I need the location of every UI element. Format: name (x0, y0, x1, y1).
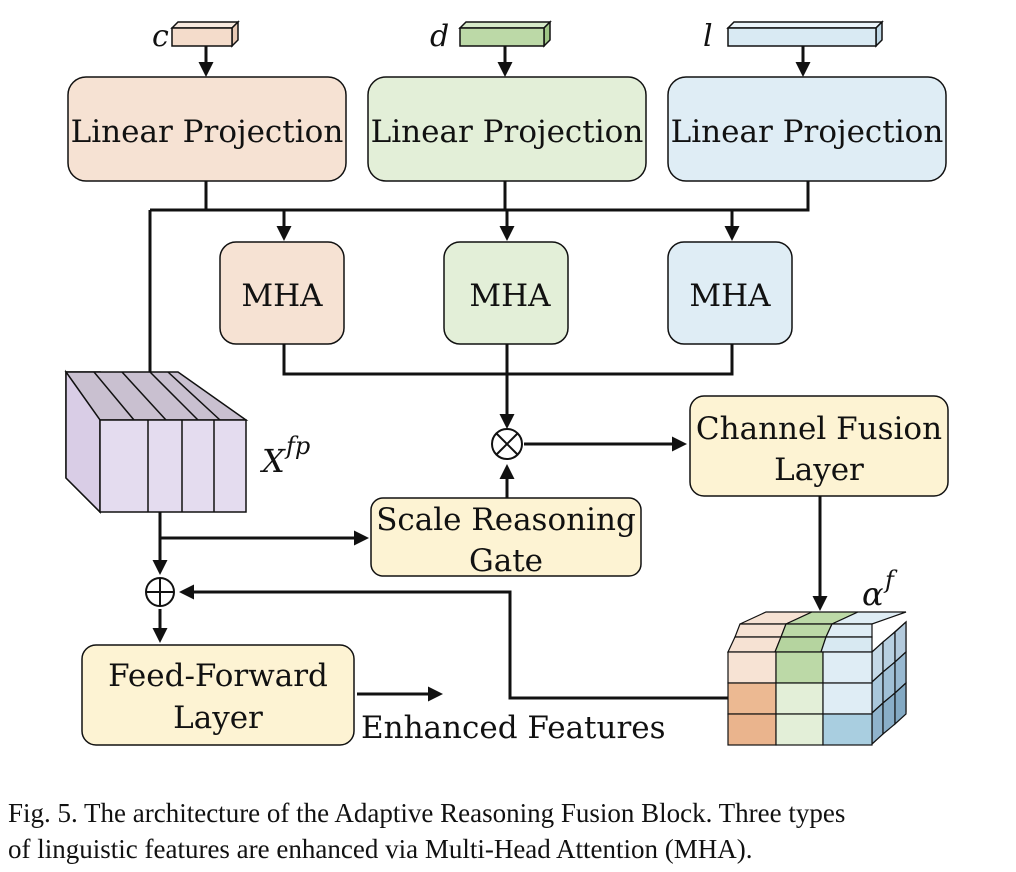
svg-text:Layer: Layer (173, 700, 263, 736)
svg-text:Linear Projection: Linear Projection (671, 114, 944, 150)
input-c-token-icon (170, 20, 240, 48)
svg-text:Linear Projection: Linear Projection (71, 114, 344, 150)
mha-d: MHA (443, 241, 569, 345)
mha-c: MHA (219, 241, 345, 345)
svg-text:MHA: MHA (689, 278, 771, 314)
svg-text:fp: fp (284, 432, 310, 460)
svg-text:α: α (862, 575, 884, 613)
add-operator (145, 577, 175, 607)
connector-lines (148, 46, 828, 702)
feed-forward-layer: Feed-Forward Layer (81, 644, 355, 746)
svg-text:Channel Fusion: Channel Fusion (696, 411, 942, 447)
multiply-operator (491, 428, 523, 460)
svg-text:X: X (259, 442, 286, 480)
channel-weight-cube (727, 611, 907, 746)
linear-projection-d: Linear Projection (367, 76, 647, 182)
figure-caption-line-1: Fig. 5. The architecture of the Adaptive… (8, 798, 846, 828)
svg-text:Linear Projection: Linear Projection (371, 114, 644, 150)
input-l-token-icon (726, 20, 884, 48)
svg-text:Gate: Gate (469, 543, 543, 579)
feature-map-block (64, 369, 249, 514)
svg-text:f: f (883, 566, 898, 594)
input-d-symbol: d (430, 19, 449, 54)
linear-projection-l: Linear Projection (667, 76, 947, 182)
svg-text:Scale Reasoning: Scale Reasoning (376, 502, 636, 538)
scale-reasoning-gate: Scale Reasoning Gate (370, 497, 642, 579)
enhanced-features-label: Enhanced Features (361, 710, 666, 746)
svg-text:MHA: MHA (241, 278, 323, 314)
feature-map-label: X fp (259, 432, 310, 480)
figure-caption-line-2: of linguistic features are enhanced via … (8, 834, 753, 864)
svg-text:MHA: MHA (469, 278, 551, 314)
channel-fusion-layer: Channel Fusion Layer (689, 395, 949, 497)
linear-projection-c: Linear Projection (67, 76, 347, 182)
svg-text:Layer: Layer (774, 452, 864, 488)
svg-text:Feed-Forward: Feed-Forward (108, 658, 328, 694)
input-d-token-icon (458, 20, 552, 48)
mha-l: MHA (667, 241, 793, 345)
channel-weight-label: α f (862, 566, 898, 613)
input-l-symbol: l (703, 19, 713, 54)
input-c-symbol: c (152, 19, 169, 54)
